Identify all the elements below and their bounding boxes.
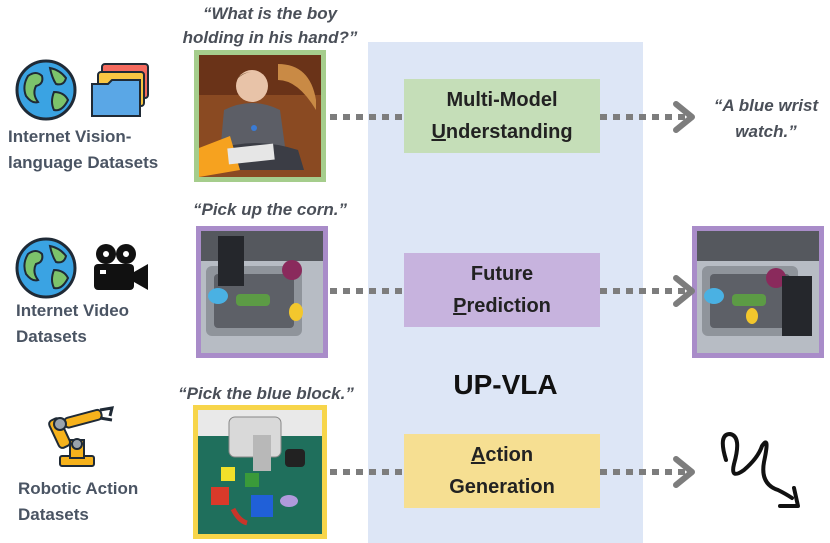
arrowhead-2 — [673, 275, 695, 307]
understanding-box: Multi-Model Understanding — [404, 79, 600, 153]
understanding-line-1: Multi-Model — [446, 89, 558, 111]
source-label-2-line-1: Internet Video — [16, 301, 130, 320]
source-label-2: Internet Video Datasets — [16, 298, 129, 350]
globe-icon — [15, 59, 77, 121]
prediction-rest: rediction — [466, 295, 551, 317]
question-2: “Pick up the corn.” — [193, 200, 347, 219]
predicted-frame-photo — [692, 226, 824, 358]
source-label-3-line-2: Datasets — [18, 505, 89, 524]
understanding-underlined-letter: U — [431, 121, 446, 143]
answer-line-2: watch.” — [735, 122, 797, 141]
action-box: Action Generation — [404, 434, 600, 508]
source-label-1-line-2: language Datasets — [8, 153, 159, 172]
question-1: “What is the boy holding in his hand?” — [172, 2, 368, 50]
answer-line-1: “A blue wrist — [713, 96, 819, 115]
prediction-line-2: Prediction — [453, 290, 551, 322]
robot-arm-icon — [48, 406, 115, 467]
boy-photo — [194, 50, 326, 182]
source-label-3-line-1: Robotic Action — [18, 479, 139, 498]
action-line-1: Action — [471, 439, 533, 471]
arrowhead-3 — [673, 456, 695, 488]
source-label-1: Internet Vision- language Datasets — [8, 124, 158, 176]
kitchen-photo — [196, 226, 328, 358]
action-rest: ction — [485, 444, 534, 466]
blocks-photo — [193, 405, 327, 539]
panel-title: UP-VLA — [453, 369, 558, 400]
arrowhead-1 — [673, 101, 695, 133]
question-1-line-1: “What is the boy — [202, 4, 338, 23]
source-label-2-line-2: Datasets — [16, 327, 87, 346]
question-1-line-2: holding in his hand?” — [182, 28, 358, 47]
answer-text: “A blue wrist watch.” — [706, 93, 826, 145]
source-label-1-line-1: Internet Vision- — [8, 127, 132, 146]
globe-icon — [15, 237, 77, 299]
prediction-underlined-letter: P — [453, 295, 467, 317]
action-underlined-letter: A — [470, 444, 486, 466]
prediction-line-1: Future — [470, 263, 534, 285]
prediction-box: Future Prediction — [404, 253, 600, 327]
source-label-3: Robotic Action Datasets — [18, 476, 138, 528]
understanding-line-2: Understanding — [431, 116, 572, 148]
action-line-2: Generation — [449, 476, 555, 498]
trajectory-arrow-icon — [720, 431, 800, 508]
understanding-rest: nderstanding — [445, 121, 573, 143]
question-3: “Pick the blue block.” — [178, 384, 354, 403]
folders-icon — [91, 63, 149, 117]
video-camera-icon — [94, 244, 148, 290]
